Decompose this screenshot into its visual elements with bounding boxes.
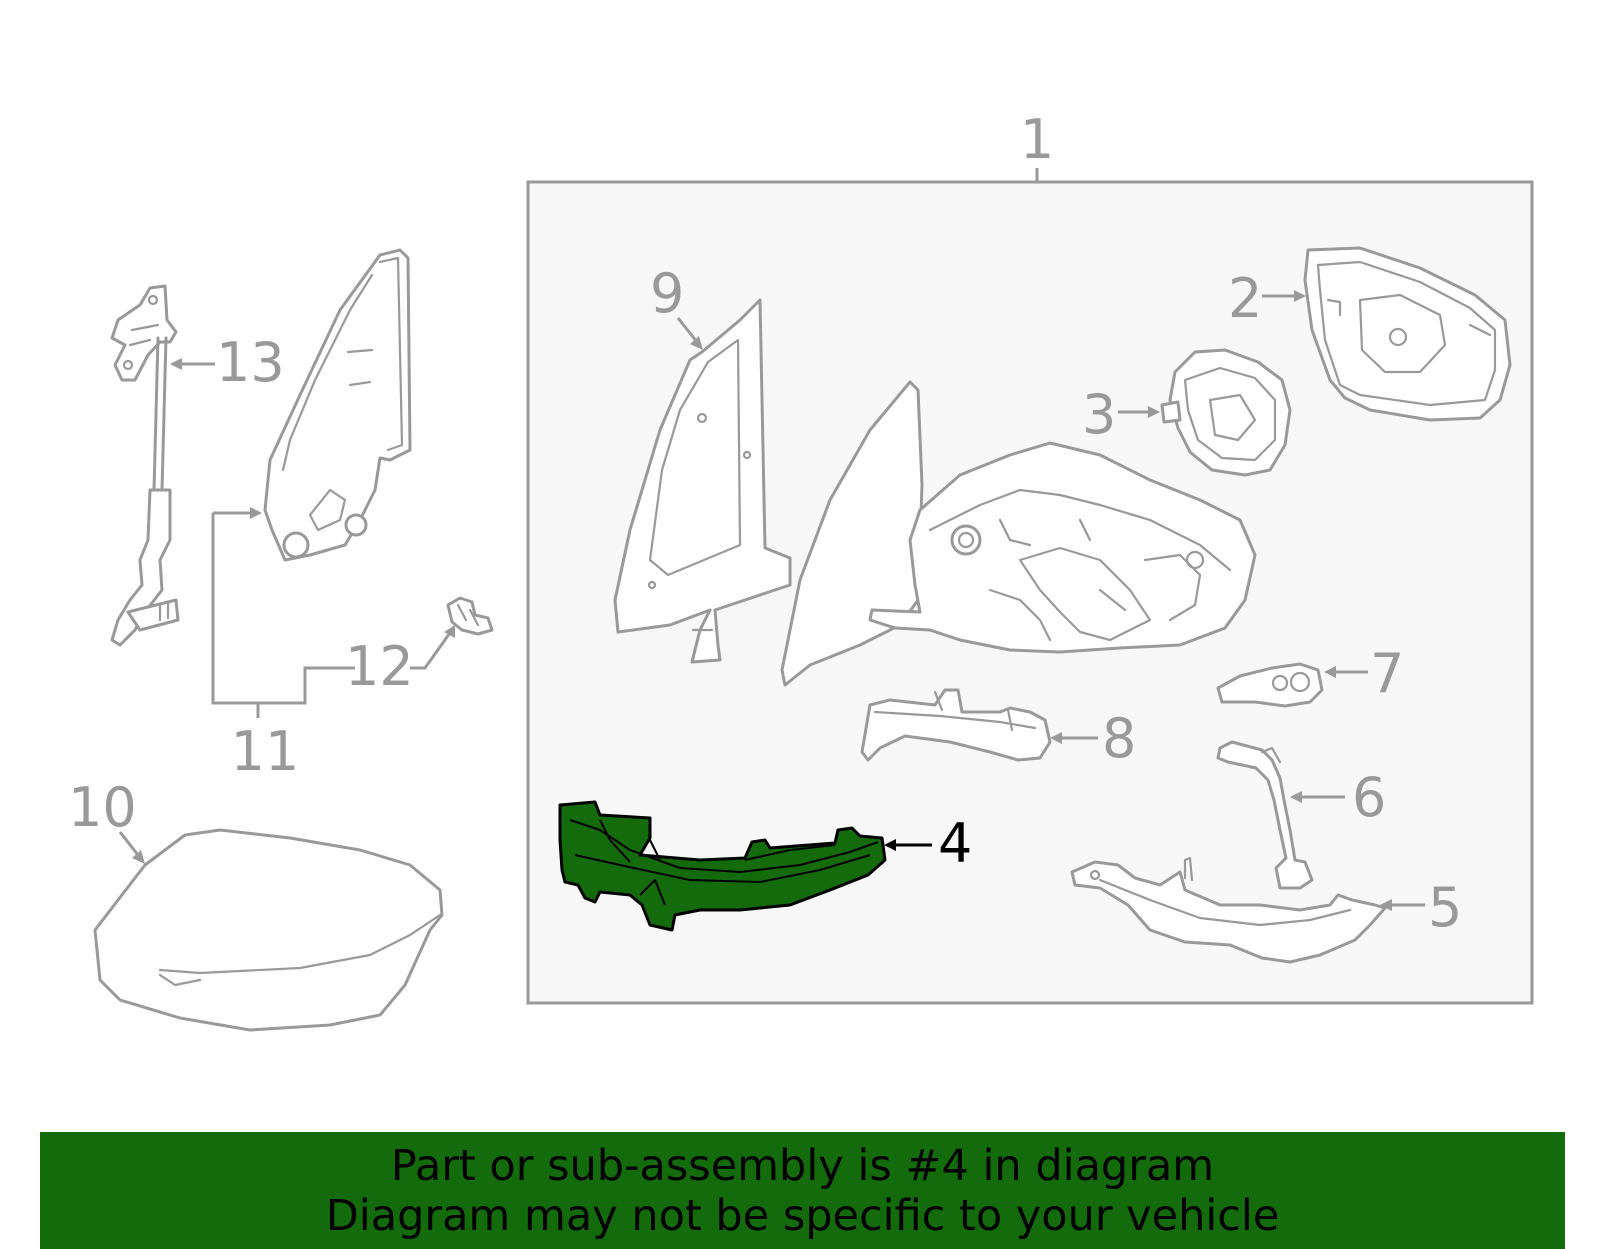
- callout-9: 9: [650, 262, 684, 325]
- banner-line-2: Diagram may not be specific to your vehi…: [325, 1190, 1280, 1241]
- callout-1: 1: [1020, 108, 1054, 171]
- highlight-notice-banner: Part or sub-assembly is #4 in diagram Di…: [40, 1132, 1565, 1249]
- callout-11-bracket: [211, 513, 355, 705]
- part-12-clip: [446, 596, 494, 636]
- callout-13-arrow: [170, 358, 182, 370]
- callout-11: 11: [231, 720, 300, 783]
- callout-12-leader: [410, 629, 454, 670]
- callout-13: 13: [216, 331, 285, 394]
- callout-2: 2: [1228, 267, 1262, 330]
- callout-10: 10: [68, 776, 137, 839]
- part-7-socket: [1216, 662, 1324, 708]
- callout-7: 7: [1370, 642, 1404, 705]
- part-8-bracket: [860, 688, 1052, 762]
- callout-5-arrow: [1380, 899, 1392, 911]
- banner-line-1: Part or sub-assembly is #4 in diagram: [390, 1140, 1215, 1191]
- callout-11-arrow: [250, 507, 262, 519]
- part-6-harness: [1216, 740, 1314, 890]
- callout-6: 6: [1352, 766, 1386, 829]
- part-11-base: [263, 248, 412, 562]
- part-3-actuator: [1160, 348, 1292, 477]
- part-10-cover: [93, 828, 444, 1032]
- callout-9-arrow: [690, 336, 703, 350]
- callout-5: 5: [1428, 876, 1462, 939]
- callout-2-arrow: [1294, 290, 1306, 302]
- callout-6-arrow: [1290, 791, 1302, 803]
- callout-10-leader: [118, 831, 140, 856]
- callout-8: 8: [1102, 707, 1136, 770]
- part-4-turn-signal-highlighted: [558, 800, 887, 932]
- callout-8-arrow: [1050, 732, 1062, 744]
- callout-7-arrow: [1324, 666, 1336, 678]
- callout-3: 3: [1082, 383, 1116, 446]
- callout-12-arrow: [444, 625, 455, 638]
- callout-10-arrow: [132, 850, 145, 864]
- mirror-housing: [868, 441, 1257, 654]
- part-9-inner-cover: [613, 298, 792, 664]
- part-5-lower-cover: [1070, 856, 1387, 964]
- callout-4: 4: [938, 812, 972, 875]
- callout-12: 12: [345, 635, 414, 698]
- callout-9-leader: [676, 317, 699, 343]
- part-2-glass: [1303, 246, 1512, 422]
- callout-3-arrow: [1148, 406, 1160, 418]
- callout-4-arrow: [884, 839, 896, 851]
- part-13-harness: [110, 284, 180, 647]
